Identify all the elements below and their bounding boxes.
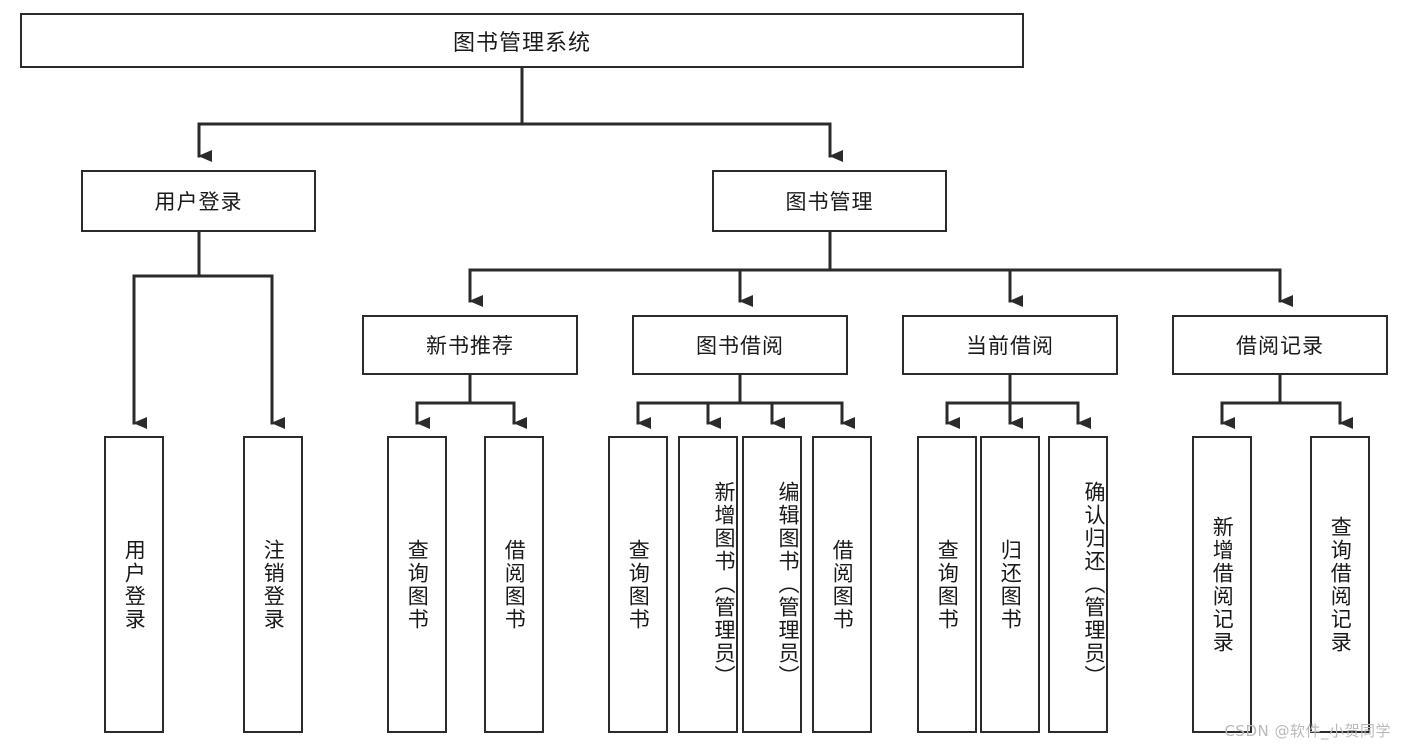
leaf-current-borrow-return-book[interactable]: 归还图书: [980, 436, 1040, 733]
node-label: 编辑图书（管理员）: [776, 481, 800, 688]
leaf-current-borrow-query-book[interactable]: 查询图书: [917, 436, 977, 733]
node-label: 借阅记录: [1236, 334, 1324, 358]
leaf-new-book-query-book[interactable]: 查询图书: [387, 436, 447, 733]
node-borrow-record[interactable]: 借阅记录: [1172, 315, 1388, 375]
node-label: 注销登录: [261, 538, 286, 631]
node-label: 查询图书: [935, 538, 960, 631]
node-label: 新书推荐: [426, 334, 514, 358]
node-label: 图书管理系统: [452, 30, 591, 56]
node-label: 当前借阅: [966, 334, 1054, 358]
node-label: 用户登录: [154, 190, 243, 214]
leaf-borrow-record-query-record[interactable]: 查询借阅记录: [1310, 436, 1370, 733]
node-label: 图书管理: [785, 190, 874, 214]
leaf-user-login[interactable]: 用户登录: [104, 436, 164, 733]
node-label: 新增图书（管理员）: [712, 481, 736, 688]
node-new-book-recommend[interactable]: 新书推荐: [362, 315, 578, 375]
node-book-management[interactable]: 图书管理: [712, 170, 947, 232]
leaf-book-borrow-add-book-admin[interactable]: 新增图书（管理员）: [678, 436, 738, 733]
leaf-borrow-record-add-record[interactable]: 新增借阅记录: [1192, 436, 1252, 733]
node-label: 查询借阅记录: [1328, 515, 1353, 654]
leaf-new-book-borrow-book[interactable]: 借阅图书: [484, 436, 544, 733]
node-label: 归还图书: [998, 538, 1023, 631]
node-label: 借阅图书: [830, 538, 855, 631]
node-root-book-management-system[interactable]: 图书管理系统: [20, 13, 1024, 68]
node-current-borrow[interactable]: 当前借阅: [902, 315, 1118, 375]
node-label: 确认归还（管理员）: [1082, 481, 1106, 688]
node-label: 新增借阅记录: [1210, 515, 1235, 654]
node-label: 图书借阅: [696, 334, 784, 358]
leaf-logout[interactable]: 注销登录: [243, 436, 303, 733]
node-book-borrow[interactable]: 图书借阅: [632, 315, 848, 375]
node-user-login[interactable]: 用户登录: [81, 170, 316, 232]
csdn-watermark: CSDN @软件_小贺同学: [1224, 722, 1391, 740]
node-label: 查询图书: [405, 538, 430, 631]
node-label: 借阅图书: [502, 538, 527, 631]
leaf-book-borrow-query-book[interactable]: 查询图书: [608, 436, 668, 733]
node-label: 查询图书: [626, 538, 651, 631]
node-label: 用户登录: [122, 538, 147, 631]
leaf-book-borrow-edit-book-admin[interactable]: 编辑图书（管理员）: [742, 436, 802, 733]
leaf-current-borrow-confirm-return-admin[interactable]: 确认归还（管理员）: [1048, 436, 1108, 733]
leaf-book-borrow-borrow-book[interactable]: 借阅图书: [812, 436, 872, 733]
